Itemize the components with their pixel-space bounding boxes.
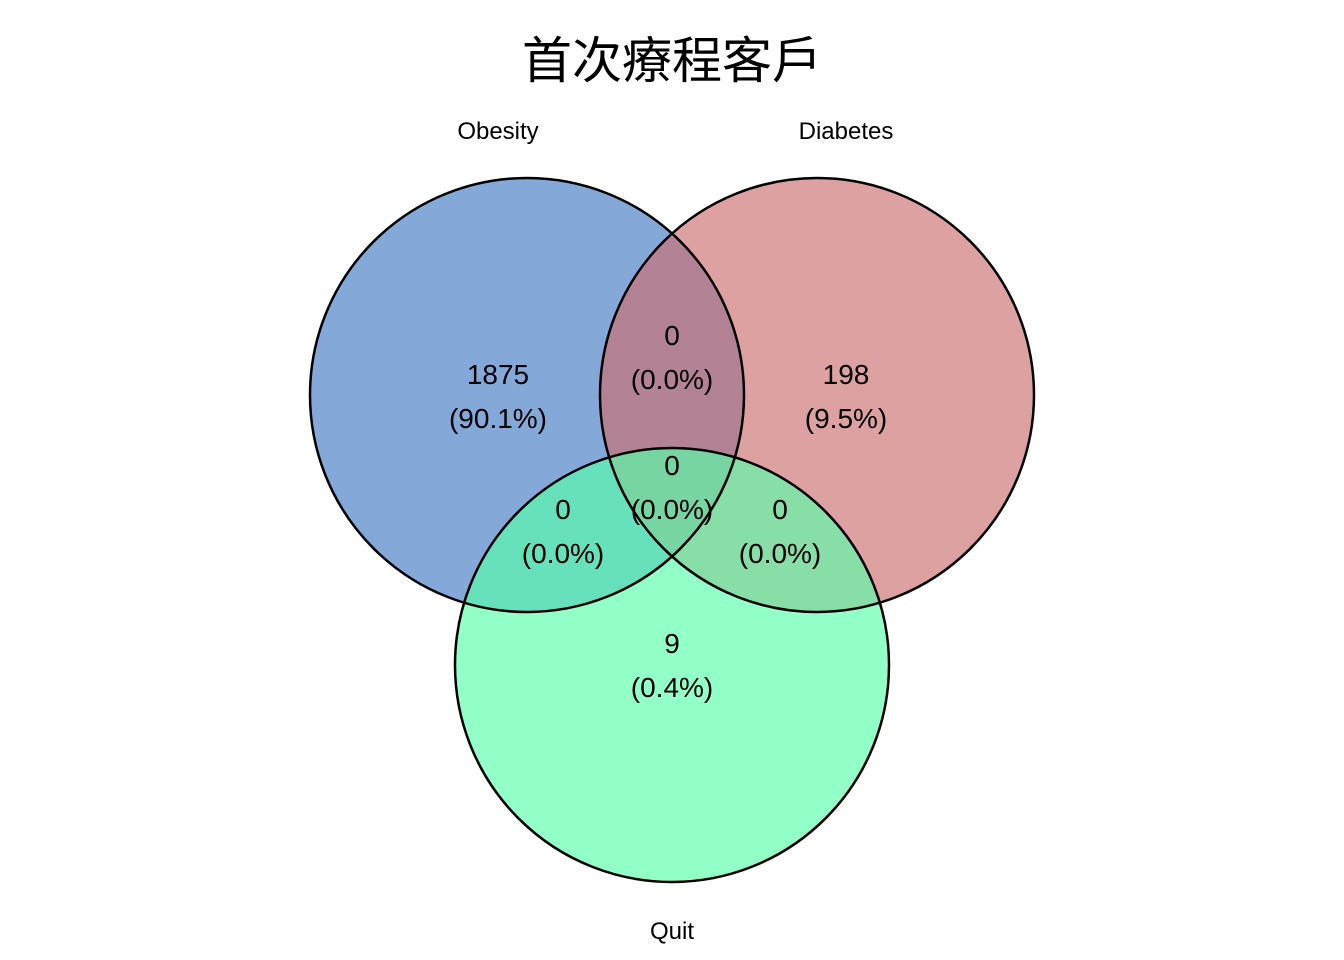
count-obesity-quit: 0: [555, 494, 571, 525]
set-label-obesity: Obesity: [457, 118, 538, 145]
circle-fills: [310, 178, 1034, 882]
pct-obesity-diabetes: (0.0%): [631, 364, 713, 395]
chart-title: 首次療程客戶: [522, 32, 822, 90]
circle-outline-obesity: [308, 176, 746, 614]
pct-obesity-quit: (0.0%): [522, 538, 604, 569]
count-obesity-only: 1875: [467, 359, 529, 390]
pct-obesity-only: (90.1%): [449, 403, 547, 434]
circle-outline-quit: [453, 446, 891, 884]
circle-outlines: [308, 176, 1036, 884]
circle-quit: [455, 448, 889, 882]
count-all-three: 0: [664, 450, 680, 481]
circle-outline-diabetes: [598, 176, 1036, 614]
set-label-quit: Quit: [650, 918, 694, 945]
count-quit-only: 9: [664, 628, 680, 659]
count-diabetes-quit: 0: [772, 494, 788, 525]
pct-quit-only: (0.4%): [631, 672, 713, 703]
count-diabetes-only: 198: [823, 359, 870, 390]
set-label-diabetes: Diabetes: [799, 118, 894, 145]
pct-all-three: (0.0%): [631, 494, 713, 525]
count-obesity-diabetes: 0: [664, 320, 680, 351]
pct-diabetes-quit: (0.0%): [739, 538, 821, 569]
pct-diabetes-only: (9.5%): [805, 403, 887, 434]
